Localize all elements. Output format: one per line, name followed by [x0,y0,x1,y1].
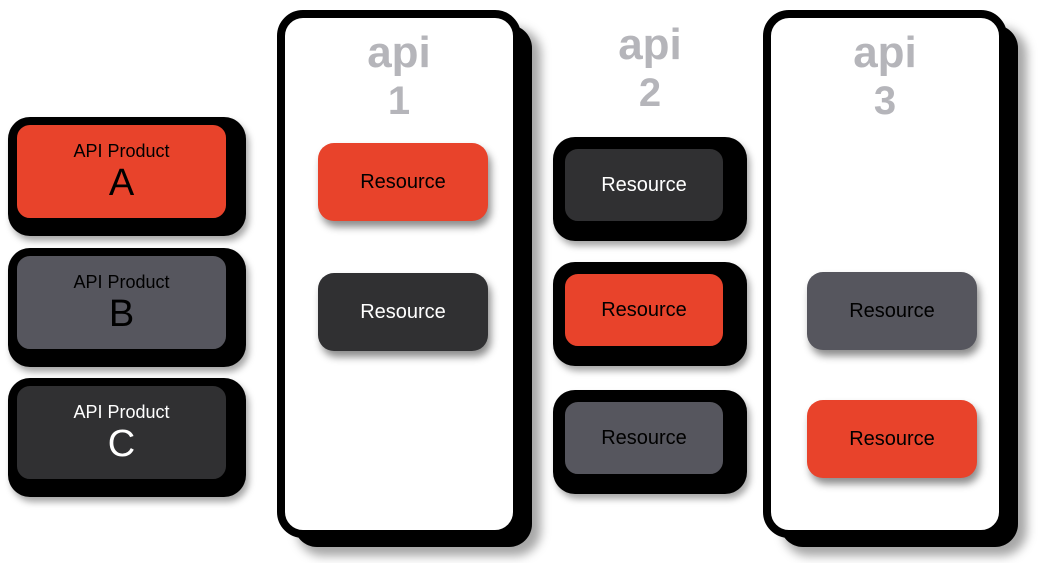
api-1-resource-2: Resource [318,273,488,351]
api-product-c-label: API Product [73,401,170,422]
api-product-b-label: API Product [73,271,170,292]
api-1-resource-1: Resource [318,143,488,221]
api-3-resource-1: Resource [807,272,977,350]
api-1-word: api [367,28,431,77]
api-product-c-letter: C [107,422,136,465]
api-2-resource-3-frame: Resource [553,390,747,494]
api-1-panel: api 1 Resource Resource [277,10,521,538]
api-2-resource-2-frame: Resource [553,262,747,366]
api-product-c-face: API Product C [14,383,229,482]
api-2-resource-3: Resource [562,399,726,477]
api-product-a-letter: A [108,161,135,204]
api-3-header: api 3 [771,28,999,124]
api-1-number: 1 [387,79,411,123]
api-3-panel: api 3 Resource Resource [763,10,1007,538]
api-1-header: api 1 [285,28,513,124]
api-product-b-box: API Product B [8,248,246,367]
api-product-a-box: API Product A [8,117,246,236]
api-3-number: 3 [873,79,897,123]
api-3-resource-2: Resource [807,400,977,478]
api-product-a-label: API Product [73,140,170,161]
api-2-word: api [618,20,682,69]
api-2-resource-1: Resource [562,146,726,224]
api-product-b-face: API Product B [14,253,229,352]
api-2-number: 2 [638,71,662,115]
api-product-a-face: API Product A [14,122,229,221]
api-2-resource-2: Resource [562,271,726,349]
api-2-header: api 2 [553,20,747,116]
api-product-b-letter: B [108,292,135,335]
api-product-c-box: API Product C [8,378,246,497]
api-2-resource-1-frame: Resource [553,137,747,241]
api-3-word: api [853,28,917,77]
